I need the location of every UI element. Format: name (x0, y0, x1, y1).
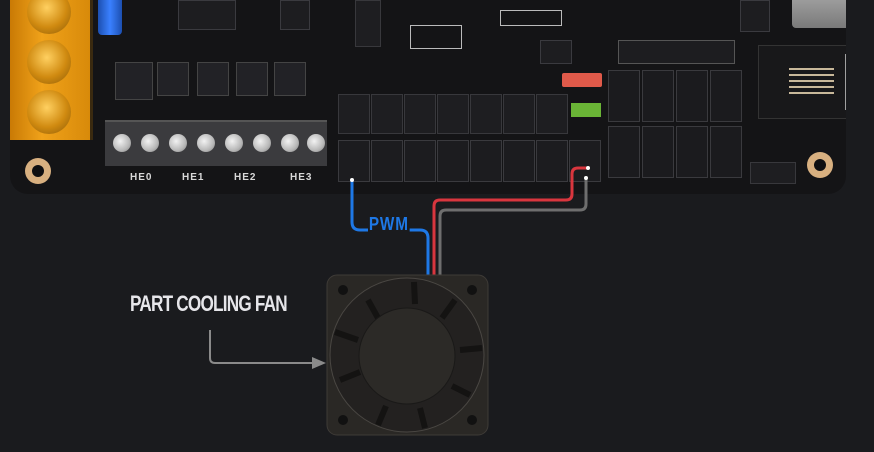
usb-port (792, 0, 846, 28)
connector (676, 126, 708, 178)
heater-terminal-block (105, 120, 327, 166)
pwm-label: PWM (368, 214, 410, 235)
fan-icon (326, 274, 489, 436)
fan-connector-2 (404, 140, 436, 182)
power-terminal-block (10, 0, 93, 140)
mosfet (197, 62, 229, 96)
he1-label: HE1 (182, 172, 205, 183)
he3-label: HE3 (290, 172, 313, 183)
fan-screw-hole (338, 285, 348, 295)
ic-chip (178, 0, 236, 30)
screw (197, 134, 215, 152)
ground-wire (438, 178, 588, 276)
arrow-head-icon (312, 357, 326, 369)
terminal-screw (27, 90, 71, 134)
screw (113, 134, 131, 152)
screw (225, 134, 243, 152)
screw (169, 134, 187, 152)
mounting-hole (807, 152, 833, 178)
fan-connector-6 (536, 140, 568, 182)
fan-screw-hole (467, 415, 477, 425)
he0-label: HE0 (130, 172, 153, 183)
ic-chip (740, 0, 770, 32)
jumper-block (536, 94, 568, 134)
connector (608, 70, 640, 122)
terminal-screw (27, 40, 71, 84)
mosfet (236, 62, 268, 96)
screw (141, 134, 159, 152)
pin-dot (584, 176, 588, 180)
mounting-hole (25, 158, 51, 184)
part-cooling-fan-label: PART COOLING FAN (130, 291, 288, 316)
connector (608, 126, 640, 178)
connector (676, 70, 708, 122)
rj11-connector (758, 45, 846, 119)
he2-label: HE2 (234, 172, 257, 183)
fan-connector-4 (470, 140, 502, 182)
pin-dot (586, 166, 590, 170)
fan-connector-3 (437, 140, 469, 182)
pointer-arrow (209, 330, 312, 364)
power-select-header (562, 73, 602, 87)
jumper-block (404, 94, 436, 134)
pin-header (618, 40, 735, 64)
jumper-block (338, 94, 370, 134)
fan-connector-7 (569, 140, 601, 182)
fan-connector-5 (503, 140, 535, 182)
status-header (500, 10, 562, 26)
connector (642, 70, 674, 122)
mosfet (274, 62, 306, 96)
connector (750, 162, 796, 184)
ic-chip (280, 0, 310, 30)
mosfet (157, 62, 189, 96)
fuse (98, 0, 122, 35)
fan-hub (358, 307, 456, 405)
fan-connector-1 (371, 140, 403, 182)
jumper-block (437, 94, 469, 134)
fan-screw-hole (467, 285, 477, 295)
pin-dot (350, 178, 354, 182)
power-wire (432, 166, 588, 276)
screw (307, 134, 325, 152)
connector (710, 126, 742, 178)
terminal-screw (27, 0, 71, 34)
screw (281, 134, 299, 152)
power-det-connector (355, 0, 381, 47)
connector (642, 126, 674, 178)
mainboard: HE0 HE1 HE2 HE3 (10, 0, 846, 194)
pin-header (410, 25, 462, 49)
jumper-block (470, 94, 502, 134)
regulator (115, 62, 153, 100)
fan-screw-hole (338, 415, 348, 425)
connector (710, 70, 742, 122)
jumper-indicator (571, 103, 601, 117)
jumper-block (503, 94, 535, 134)
fan-connector-0 (338, 140, 370, 182)
ic-chip (540, 40, 572, 64)
jumper-block (371, 94, 403, 134)
screw (253, 134, 271, 152)
